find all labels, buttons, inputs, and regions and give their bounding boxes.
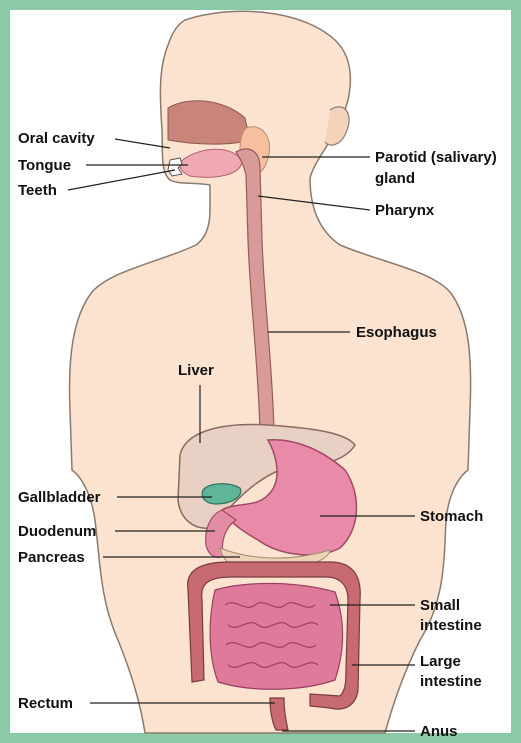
label-small-intestine-line1: Small	[420, 597, 460, 614]
label-pancreas: Pancreas	[18, 549, 85, 566]
label-gallbladder: Gallbladder	[18, 489, 101, 506]
label-liver: Liver	[178, 362, 214, 379]
label-small-intestine-line2: intestine	[420, 617, 482, 634]
label-stomach: Stomach	[420, 508, 483, 525]
label-parotid-line2: gland	[375, 170, 415, 187]
label-esophagus: Esophagus	[356, 324, 437, 341]
frame-left	[0, 0, 10, 743]
label-teeth: Teeth	[18, 182, 57, 199]
frame-top	[0, 0, 521, 10]
small-intestine	[210, 583, 342, 689]
label-duodenum: Duodenum	[18, 523, 96, 540]
label-tongue: Tongue	[18, 157, 71, 174]
label-parotid-line1: Parotid (salivary)	[375, 149, 497, 166]
label-anus: Anus	[420, 723, 458, 740]
label-large-intestine-line2: intestine	[420, 673, 482, 690]
label-large-intestine-line1: Large	[420, 653, 461, 670]
frame-right	[511, 0, 521, 743]
label-pharynx: Pharynx	[375, 202, 434, 219]
label-oral-cavity: Oral cavity	[18, 130, 95, 147]
leader-teeth	[68, 170, 175, 190]
label-rectum: Rectum	[18, 695, 73, 712]
